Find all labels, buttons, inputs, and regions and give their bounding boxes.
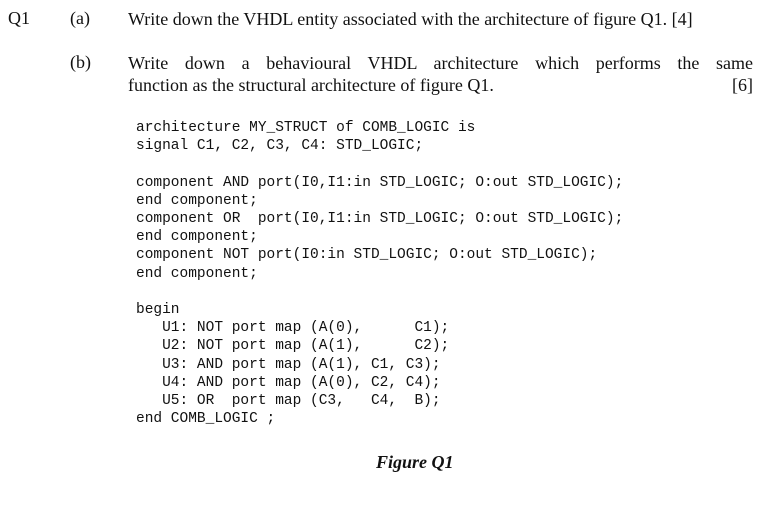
code-line: U3: AND port map (A(1), C1, C3);: [136, 356, 441, 373]
code-line: architecture MY_STRUCT of COMB_LOGIC is: [136, 120, 476, 136]
code-line: component OR port(I0,I1:in STD_LOGIC; O:…: [136, 211, 624, 228]
code-line: end component;: [136, 229, 258, 246]
code-line: end COMB_LOGIC ;: [136, 411, 276, 428]
code-line: U5: OR port map (C3, C4, B);: [136, 393, 441, 410]
part-b-marks: [6]: [732, 75, 753, 95]
code-line: component AND port(I0,I1:in STD_LOGIC; O…: [136, 174, 624, 191]
code-line: U1: NOT port map (A(0), C1);: [136, 320, 450, 337]
code-line: end component;: [136, 265, 258, 282]
code-line: component NOT port(I0:in STD_LOGIC; O:ou…: [136, 247, 598, 264]
code-line: begin: [136, 302, 180, 319]
part-b-text-line2-row: function as the structural architecture …: [128, 74, 753, 96]
code-line: U4: AND port map (A(0), C2, C4);: [136, 374, 441, 391]
part-a-label: (a): [70, 8, 90, 28]
part-b-label: (b): [70, 52, 91, 72]
question-number: Q1: [8, 8, 30, 28]
vhdl-code-listing: architecture MY_STRUCT of COMB_LOGIC is …: [136, 119, 623, 428]
part-a-text: Write down the VHDL entity associated wi…: [128, 9, 693, 29]
part-b-text-line2: function as the structural architecture …: [128, 75, 494, 95]
code-line: end component;: [136, 192, 258, 209]
part-b-text-line1: Write down a behavioural VHDL architectu…: [128, 53, 753, 73]
figure-caption: Figure Q1: [376, 452, 454, 472]
code-line: U2: NOT port map (A(1), C2);: [136, 338, 450, 355]
code-line: signal C1, C2, C3, C4: STD_LOGIC;: [136, 138, 424, 155]
part-b-text: Write down a behavioural VHDL architectu…: [128, 52, 753, 96]
